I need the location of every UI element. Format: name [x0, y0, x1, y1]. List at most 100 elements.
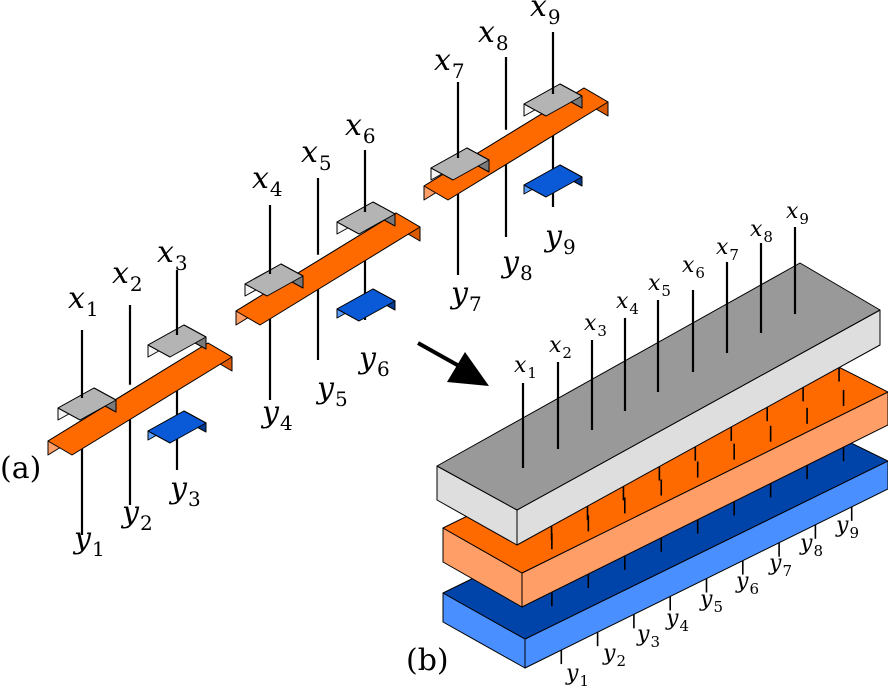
panel-b-x-label-6-base: x	[682, 253, 695, 278]
panel-b-x-label-2-subscript: 2	[562, 344, 572, 362]
panel-b-y-label-1: y1	[565, 661, 589, 686]
panel-b-x-label-5-subscript: 5	[661, 282, 671, 300]
panel-a-x-label-9-subscript: 9	[548, 5, 561, 29]
panel-b-y-label-5-subscript: 5	[713, 598, 723, 616]
panel-b-x-label-9: x9	[786, 199, 809, 228]
panel-a-x-label-4: x4	[252, 161, 283, 201]
panel-a-y-label-2: y2	[120, 495, 153, 535]
panel-a-y-label-6: y6	[357, 341, 390, 381]
panel-a-x-label-7: x7	[434, 43, 465, 83]
x-block-9-top-face	[523, 83, 583, 117]
panel-b-x-label-4: x4	[616, 289, 639, 318]
factor-bar-1-top-face	[47, 342, 233, 456]
panel-b-y-label-7-base: y	[768, 551, 782, 576]
panel-a-y-label-2-subscript: 2	[140, 511, 153, 535]
panel-a-x-label-6-subscript: 6	[363, 124, 376, 148]
panel-b-x-label-3-subscript: 3	[597, 322, 607, 340]
panel-b-y-label-8-base: y	[799, 531, 813, 556]
panel-b-y-label-3-subscript: 3	[650, 633, 660, 651]
panel-a-x-label-9-base: x	[530, 0, 547, 24]
panel-a-x-label-1: x1	[68, 281, 99, 321]
panel-a-x-label-8-base: x	[478, 15, 495, 50]
x-block-3	[147, 324, 207, 358]
panel-a-x-label-4-subscript: 4	[270, 177, 283, 201]
panel-a-x-label-6-base: x	[345, 108, 362, 143]
panel-a-y-label-6-base: y	[357, 341, 377, 376]
panel-a-y-label-3-subscript: 3	[188, 487, 201, 511]
panel-a-y-label-5-base: y	[315, 371, 335, 406]
panel-b-x-label-4-base: x	[616, 289, 629, 314]
panel-a-label: (a)	[0, 451, 41, 486]
panel-b-y-label-7: y7	[768, 551, 792, 580]
panel-b-y-label-9: y9	[835, 513, 859, 542]
y-block-6	[336, 288, 396, 322]
arrow-head	[447, 352, 489, 386]
panel-b-x-label-5: x5	[648, 271, 671, 300]
panel-a-y-label-3: y3	[168, 471, 201, 511]
panel-b-y-label-3-base: y	[636, 622, 650, 647]
panel-a-x-label-7-base: x	[434, 43, 451, 78]
transition-arrow	[417, 341, 489, 386]
panel-a-x-label-6: x6	[345, 108, 376, 148]
panel-a-x-label-2: x2	[112, 256, 143, 296]
panel-a-y-label-1: y1	[72, 521, 105, 561]
panel-b-y-label-8: y8	[799, 531, 823, 560]
panel-a-y-label-4: y4	[260, 395, 293, 435]
x-block-3-top-face	[147, 324, 207, 358]
panel-a-y-label-2-base: y	[120, 495, 140, 530]
panel-b-label: (b)	[406, 643, 449, 678]
panel-b-x-label-2-base: x	[549, 333, 562, 358]
panel-a-x-label-4-base: x	[252, 161, 269, 196]
panel-a-y-label-7-base: y	[449, 276, 469, 311]
panel-b-x-label-9-base: x	[786, 199, 799, 224]
panel-b-x-label-8-subscript: 8	[763, 228, 773, 246]
panel-a-x-label-9: x9	[530, 0, 561, 29]
factor-bar-1	[47, 342, 233, 456]
panel-a-y-label-8-subscript: 8	[520, 261, 533, 285]
panel-a-x-label-1-base: x	[68, 281, 85, 316]
panel-a-y-label-7-subscript: 7	[469, 292, 482, 316]
panel-b-x-label-8: x8	[750, 217, 773, 246]
y-block-3-top-face	[147, 410, 207, 444]
factor-bar-2	[235, 212, 421, 326]
panel-b-x-label-6: x6	[682, 253, 705, 282]
panel-b-x-label-7-base: x	[716, 235, 729, 260]
panel-b-x-label-7-subscript: 7	[729, 246, 739, 264]
panel-a-y-label-3-base: y	[168, 471, 188, 506]
panel-b-x-label-3: x3	[584, 311, 607, 340]
panel-a-x-label-5-subscript: 5	[319, 151, 332, 175]
panel-a-x-label-7-subscript: 7	[452, 59, 465, 83]
x-block-6-top-face	[336, 201, 396, 235]
panel-a-x-label-5: x5	[301, 135, 332, 175]
panel-b-x-label-4-subscript: 4	[629, 300, 639, 318]
panel-b-y-label-2: y2	[602, 641, 626, 670]
panel-b-y-label-6-subscript: 6	[749, 580, 759, 598]
panel-a-x-label-1-subscript: 1	[86, 297, 99, 321]
panel-a-x-label-2-base: x	[112, 256, 129, 291]
panel-b-x-label-3-base: x	[584, 311, 597, 336]
panel-a-x-label-3-subscript: 3	[175, 251, 188, 275]
panel-b-y-label-9-subscript: 9	[849, 524, 859, 542]
panel-a-y-label-9: y9	[543, 219, 576, 259]
y-block-3	[147, 410, 207, 444]
panel-a-y-label-7: y7	[449, 276, 482, 316]
panel-b-x-label-8-base: x	[750, 217, 763, 242]
panel-b-y-label-6: y6	[735, 569, 759, 598]
panel-b-y-label-5-base: y	[699, 587, 713, 612]
panel-a-y-label-9-base: y	[543, 219, 563, 254]
panel-a-y-label-8-base: y	[500, 245, 520, 280]
panel-a-x-label-2-subscript: 2	[130, 272, 143, 296]
panel-a-y-label-9-subscript: 9	[563, 235, 576, 259]
panel-b-y-label-7-subscript: 7	[782, 562, 792, 580]
panel-b-y-label-3: y3	[636, 622, 660, 651]
panel-a-x-label-8-subscript: 8	[496, 31, 509, 55]
panel-a-y-label-6-subscript: 6	[377, 357, 390, 381]
panel-b-x-label-1-subscript: 1	[527, 364, 537, 382]
factor-bar-3-top-face	[423, 87, 609, 201]
factor-bar-2-top-face	[235, 212, 421, 326]
